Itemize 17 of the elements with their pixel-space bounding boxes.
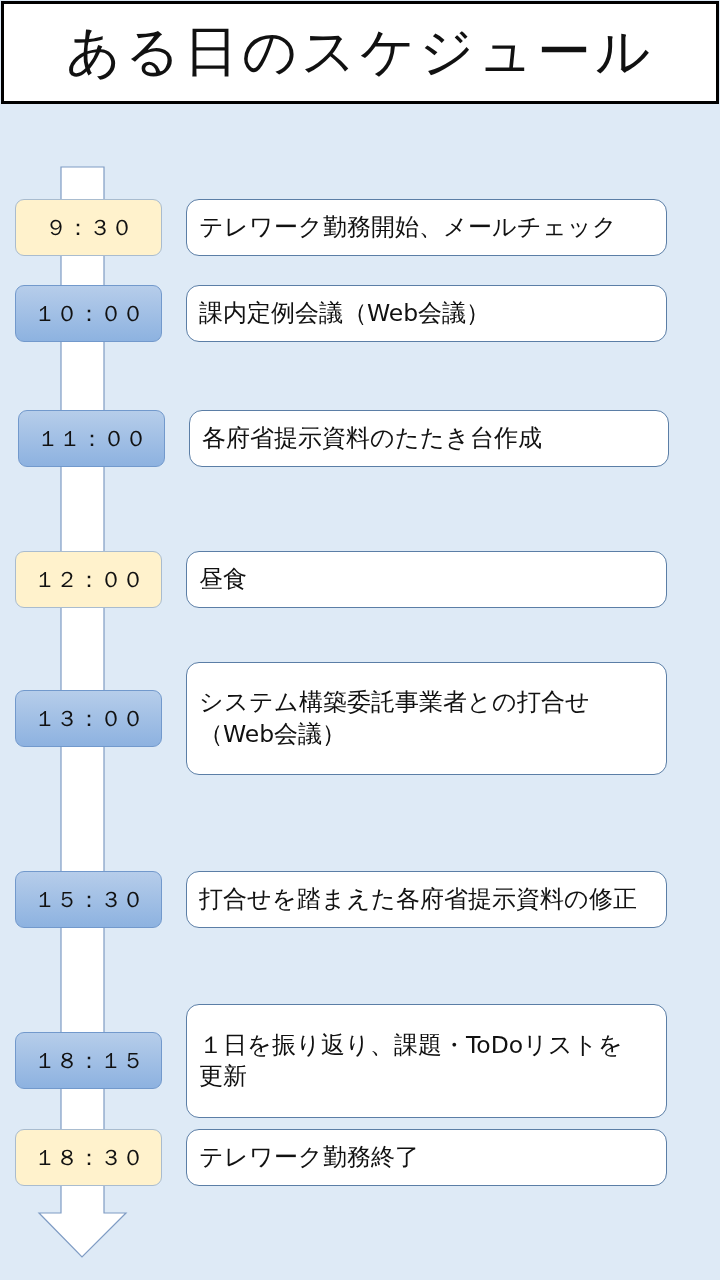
activity-box: テレワーク勤務終了: [186, 1129, 667, 1186]
activity-box: 昼食: [186, 551, 667, 608]
time-box: １５：３０: [15, 871, 162, 928]
time-box: １２：００: [15, 551, 162, 608]
activity-box: テレワーク勤務開始、メールチェック: [186, 199, 667, 256]
time-box: １１：００: [18, 410, 165, 467]
time-box: １０：００: [15, 285, 162, 342]
title-box: ある日のスケジュール: [1, 1, 719, 104]
activity-box: 打合せを踏まえた各府省提示資料の修正: [186, 871, 667, 928]
activity-box: 課内定例会議（Web会議）: [186, 285, 667, 342]
activity-box: １日を振り返り、課題・ToDoリストを更新: [186, 1004, 667, 1118]
activity-box: 各府省提示資料のたたき台作成: [189, 410, 669, 467]
time-box: １８：１５: [15, 1032, 162, 1089]
time-box: １３：００: [15, 690, 162, 747]
activity-box: システム構築委託事業者との打合せ（Web会議）: [186, 662, 667, 775]
time-box: ９：３０: [15, 199, 162, 256]
time-box: １８：３０: [15, 1129, 162, 1186]
